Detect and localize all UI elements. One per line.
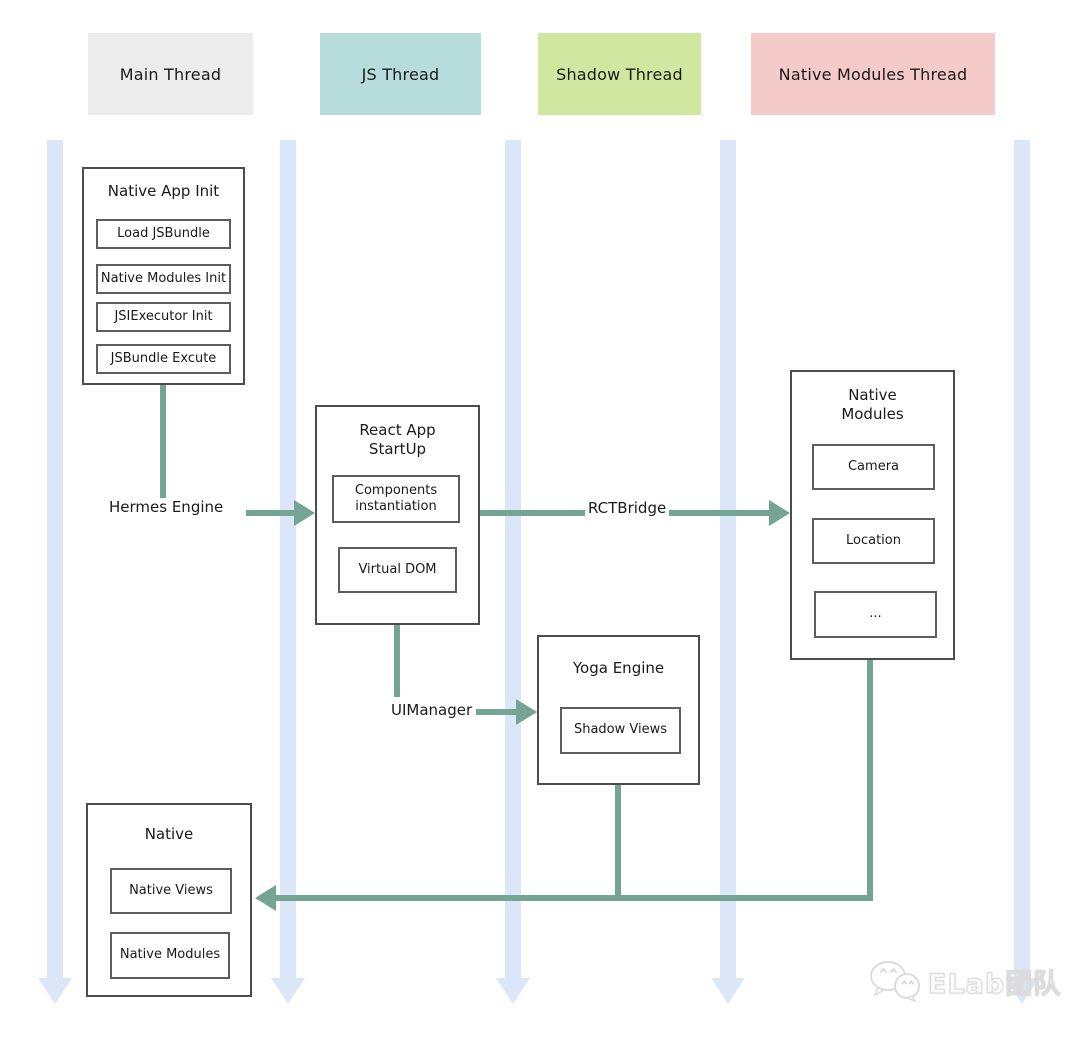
item-jsbundle-excute: JSBundle Excute — [96, 344, 231, 374]
item-load-jsbundle: Load JSBundle — [96, 219, 231, 249]
box-yoga-engine: Yoga Engine Shadow Views — [537, 635, 700, 785]
lifeline-right-edge-arrow-icon — [1005, 978, 1039, 1004]
thread-label-js: JS Thread — [361, 64, 440, 84]
box-native-app-init: Native App Init Load JSBundle Native Mod… — [82, 167, 245, 385]
item-native-modules-bottom: Native Modules — [110, 932, 230, 979]
box-title-yoga-engine: Yoga Engine — [572, 659, 665, 677]
bottom-merge-arrowhead-icon — [255, 885, 276, 911]
item-more-modules: ... — [814, 591, 937, 638]
connector-native-modules-down — [867, 660, 873, 901]
connector-native-init-down — [160, 385, 166, 503]
lifeline-js-thread-arrow-icon — [271, 978, 305, 1004]
thread-label-main: Main Thread — [119, 64, 222, 84]
thread-header-shadow: Shadow Thread — [538, 33, 701, 115]
item-virtual-dom: Virtual DOM — [338, 547, 457, 593]
connector-react-down — [394, 625, 400, 697]
lifeline-native-modules-thread-arrow-icon — [711, 978, 745, 1004]
item-jsiexecutor-init: JSIExecutor Init — [96, 302, 231, 332]
connector-label-hermes-engine: Hermes Engine — [106, 498, 227, 516]
box-native-modules: Native Modules Camera Location ... — [790, 370, 955, 660]
lifeline-main-thread-arrow-icon — [38, 978, 72, 1004]
lifeline-main-thread — [47, 140, 63, 980]
rctbridge-arrowhead-icon — [769, 500, 790, 526]
item-location: Location — [812, 518, 935, 564]
hermes-arrowhead-icon — [294, 500, 315, 526]
connector-bottom-merge-line — [274, 895, 873, 901]
box-react-app-startup: React App StartUp Components instantiati… — [315, 405, 480, 625]
box-title-react-app-startup: React App StartUp — [359, 421, 436, 458]
box-title-native-app-init: Native App Init — [107, 182, 220, 200]
thread-header-js: JS Thread — [320, 33, 481, 115]
uimanager-arrowhead-icon — [516, 699, 537, 725]
thread-label-native-modules: Native Modules Thread — [778, 64, 968, 84]
connector-label-uimanager: UIManager — [388, 701, 476, 719]
connector-yoga-down — [615, 785, 621, 901]
thread-header-main: Main Thread — [88, 33, 253, 115]
thread-label-shadow: Shadow Thread — [556, 64, 683, 84]
wechat-icon — [870, 961, 920, 1003]
item-components-instantiation: Components instantiation — [332, 475, 460, 523]
box-title-native: Native — [144, 825, 194, 843]
box-native: Native Native Views Native Modules — [86, 803, 252, 997]
connector-uimanager-line — [476, 709, 518, 715]
thread-header-native-modules: Native Modules Thread — [751, 33, 995, 115]
lifeline-shadow-thread — [505, 140, 521, 980]
lifeline-right-edge — [1014, 140, 1030, 980]
connector-label-rctbridge: RCTBridge — [585, 499, 670, 517]
item-native-views: Native Views — [110, 868, 232, 914]
item-camera: Camera — [812, 444, 935, 490]
item-native-modules-init: Native Modules Init — [96, 264, 231, 294]
item-shadow-views: Shadow Views — [560, 707, 681, 754]
lifeline-js-thread — [280, 140, 296, 980]
lifeline-native-modules-thread — [720, 140, 736, 980]
watermark-text: ELab团队 — [927, 968, 1062, 1000]
watermark: ELab团队 — [868, 958, 1061, 1004]
box-title-native-modules: Native Modules — [841, 386, 904, 423]
lifeline-shadow-thread-arrow-icon — [496, 978, 530, 1004]
connector-hermes-line — [246, 510, 296, 516]
